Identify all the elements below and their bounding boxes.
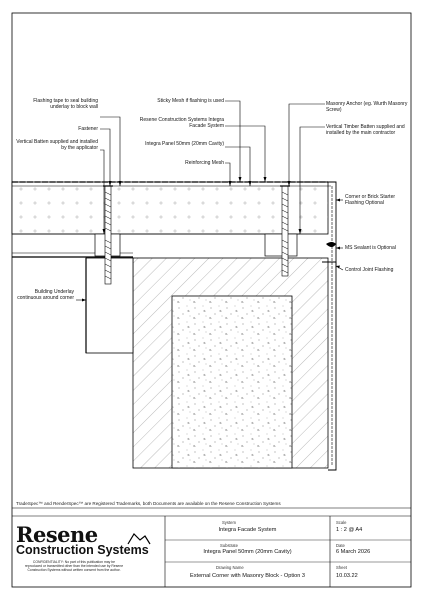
scale-value: 1 : 2 @ A4	[336, 527, 363, 533]
drawing-value: External Corner with Masonry Block - Opt…	[189, 573, 306, 579]
sheet-number: 10.03.22	[336, 573, 358, 579]
sheet-border	[11, 12, 412, 588]
sheet-caption: Sheet	[336, 565, 347, 570]
ms-sealant	[326, 242, 336, 247]
label-corner-flashing: Corner or Brick Starter Flashing Optiona…	[345, 194, 396, 207]
label-resene-facade: Resene Construction Systems Integra Faca…	[139, 117, 224, 130]
vertical-timber-batten	[264, 233, 298, 257]
fastener	[103, 185, 113, 285]
label-vertical-batten: Vertical Batten supplied and installed b…	[16, 139, 98, 152]
label-building-underlay: Building Underlay continuous around corn…	[17, 289, 74, 302]
label-sticky-mesh: Sticky Mesh if flashing is used	[157, 98, 224, 104]
trademark-note: TradeSpec™ and RenderSpec™ are Registere…	[16, 501, 281, 506]
label-masonry-anchor: Masonry Anchor (eg. Wurth Masonry Screw)	[326, 101, 408, 114]
label-vertical-timber-batten: Vertical Timber Batten supplied and inst…	[326, 124, 405, 137]
masonry-anchor	[280, 185, 290, 277]
logo-roof-mark	[127, 533, 151, 545]
substrate-caption: Substrate	[220, 543, 238, 548]
label-integra-panel: Integra Panel 50mm (20mm Cavity)	[145, 141, 224, 147]
drawing-caption: Drawing Name	[216, 565, 244, 570]
logo-wordmark: Resene	[16, 522, 98, 547]
block-core-fill	[172, 296, 292, 468]
confidentiality-note: CONFIDENTIALITY: No part of this publica…	[24, 560, 124, 573]
label-ms-sealant: MS Sealant is Optional	[345, 245, 396, 251]
date-value: 6 March 2026	[336, 549, 371, 555]
label-flashing-tape: Flashing tape to seal building underlay …	[33, 98, 98, 111]
leader-lines	[76, 100, 344, 301]
substrate-value: Integra Panel 50mm (20mm Cavity)	[203, 549, 292, 555]
label-control-joint: Control Joint Flashing	[345, 267, 394, 273]
logo-subtitle: Construction Systems	[16, 543, 149, 557]
scale-caption: Scale	[336, 520, 347, 525]
label-reinforcing-mesh: Reinforcing Mesh	[185, 160, 224, 166]
corner-flashing	[300, 181, 337, 471]
label-fastener: Fastener	[78, 126, 98, 132]
date-caption: Date	[336, 543, 345, 548]
system-value: Integra Facade System	[218, 527, 277, 533]
system-caption: System	[222, 520, 236, 525]
leader-arrowheads	[82, 177, 340, 302]
